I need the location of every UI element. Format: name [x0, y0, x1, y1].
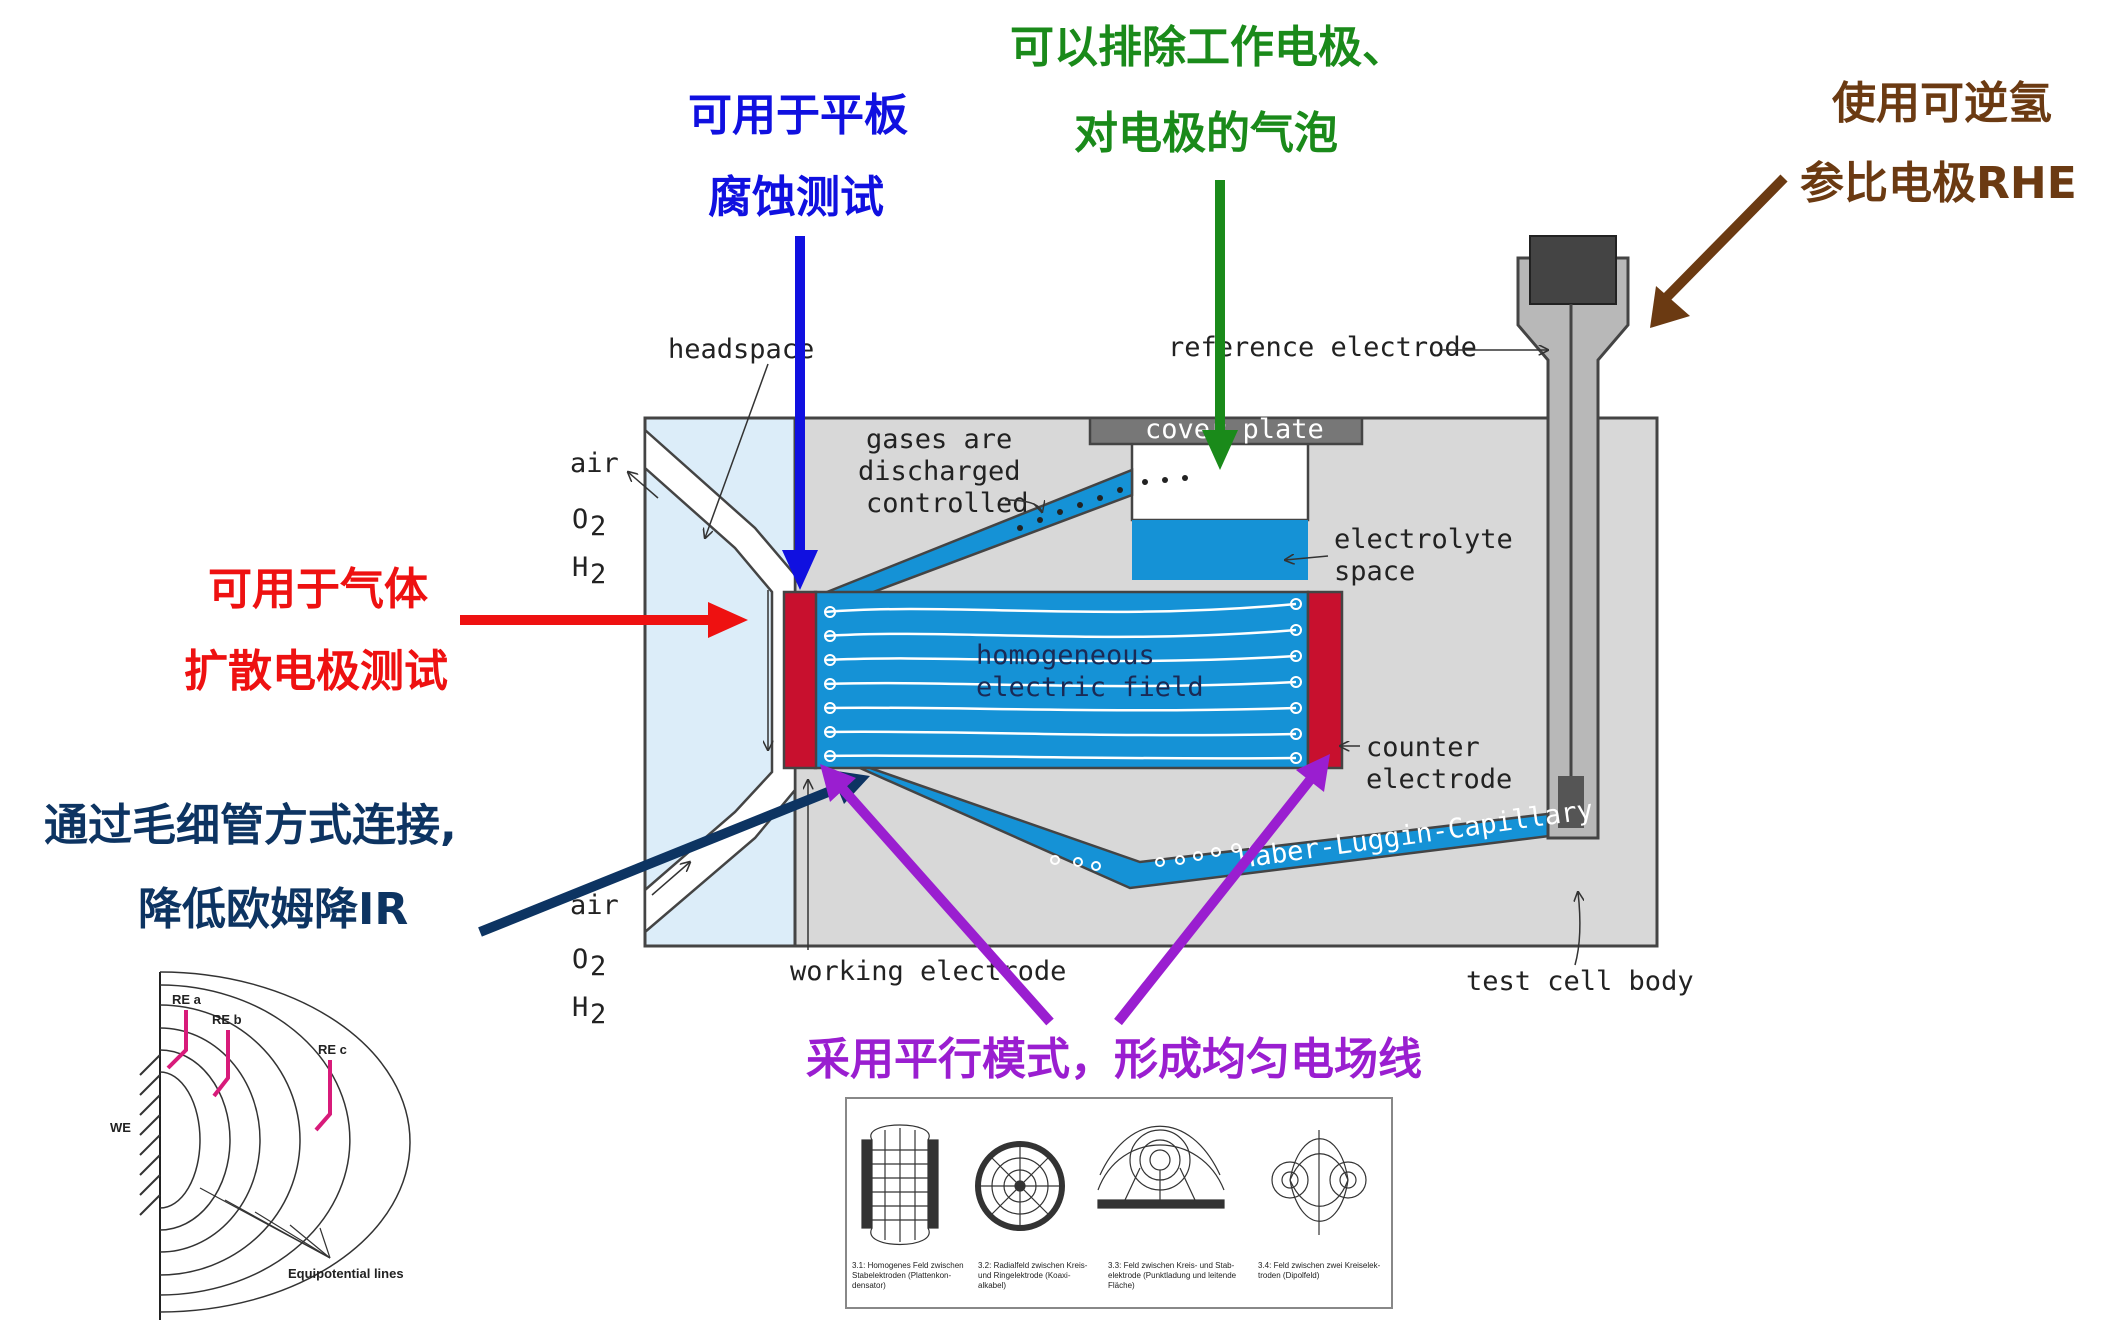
svg-text:2: 2 [590, 951, 606, 982]
inset-re-b: RE b [212, 1012, 242, 1027]
bubbles [824, 598, 1302, 871]
svg-text:3.1: Homogenes Feld zwischen: 3.1: Homogenes Feld zwischen [852, 1261, 964, 1270]
annotation-arrows [460, 174, 1788, 1026]
svg-text:elektrode (Punktladung und lei: elektrode (Punktladung und leitende [1108, 1271, 1237, 1280]
annotation-blue-2: 腐蚀测试 [708, 172, 884, 223]
svg-text:densator): densator) [852, 1281, 886, 1290]
working-electrode [782, 590, 818, 770]
svg-text:und Ringelektrode (Koaxi-: und Ringelektrode (Koaxi- [978, 1271, 1071, 1280]
counter-electrode [1306, 590, 1344, 770]
panel-captions: 3.1: Homogenes Feld zwischen Stabelektro… [852, 1261, 1381, 1290]
label-air-top: air [570, 448, 619, 479]
inset-we: WE [110, 1120, 131, 1135]
annotation-purple: 采用平行模式，形成均匀电场线 [806, 1034, 1422, 1085]
label-reference-electrode: reference electrode [1168, 332, 1477, 363]
svg-text:2: 2 [590, 559, 606, 590]
svg-text:H: H [572, 552, 588, 583]
svg-text:O: O [572, 504, 588, 535]
svg-text:troden (Dipolfeld): troden (Dipolfeld) [1258, 1271, 1320, 1280]
chinese-annotations: 可以排除工作电极、 对电极的气泡 可用于平板 腐蚀测试 使用可逆氢 参比电极RH… [44, 22, 2077, 1085]
svg-text:alkabel): alkabel) [978, 1281, 1006, 1290]
label-gases-3: controlled [866, 488, 1029, 519]
annotation-brown-2: 参比电极RHE [1800, 158, 2077, 209]
electrolyte-space [1132, 520, 1308, 580]
label-field-1: homogeneous [976, 640, 1155, 671]
label-electrolyte-2: space [1334, 556, 1415, 587]
annotation-blue-1: 可用于平板 [688, 90, 908, 141]
inset-re-a: RE a [172, 992, 202, 1007]
svg-text:3.4: Feld zwischen zwei Kreise: 3.4: Feld zwischen zwei Kreiselek- [1258, 1261, 1381, 1270]
gas-channel [643, 427, 797, 935]
panel-homogeneous [861, 1124, 939, 1246]
inset-field-types: 3.1: Homogenes Feld zwischen Stabelektro… [845, 1097, 1393, 1309]
svg-text:3.3: Feld zwischen Kreis- und: 3.3: Feld zwischen Kreis- und Stab- [1108, 1261, 1235, 1270]
label-counter-1: counter [1366, 732, 1480, 763]
vent-bubbles [1017, 475, 1188, 531]
svg-text:O: O [572, 944, 588, 975]
panel-dipole [1271, 1130, 1367, 1235]
label-counter-2: electrode [1366, 764, 1512, 795]
annotation-green-2: 对电极的气泡 [1074, 108, 1338, 159]
annotation-green-1: 可以排除工作电极、 [1010, 22, 1406, 73]
label-gases-1: gases are [866, 424, 1012, 455]
svg-text:2: 2 [590, 511, 606, 542]
panel-point-plane [1097, 1125, 1225, 1209]
label-field-2: electric field [976, 672, 1204, 703]
annotation-brown-1: 使用可逆氢 [1832, 78, 2052, 129]
label-working-electrode: working electrode [790, 956, 1066, 987]
svg-text:2: 2 [590, 999, 606, 1030]
annotation-navy-1: 通过毛细管方式连接, [44, 800, 457, 851]
label-cover-plate: cover plate [1145, 414, 1324, 445]
annotation-navy-2: 降低欧姆降IR [138, 884, 408, 935]
svg-text:Stabelektroden (Plattenkon-: Stabelektroden (Plattenkon- [852, 1271, 952, 1280]
label-electrolyte-1: electrolyte [1334, 524, 1513, 555]
annotation-red-1: 可用于气体 [208, 564, 428, 615]
field-lines [824, 602, 1297, 760]
inset-equipotential: RE a RE b RE c WE Equipotential lines [110, 971, 411, 1320]
label-test-cell-body: test cell body [1466, 966, 1694, 997]
inset-equipotential-label: Equipotential lines [288, 1266, 404, 1281]
label-headspace: headspace [668, 334, 814, 365]
label-gases-2: discharged [858, 456, 1021, 487]
panel-radial [975, 1141, 1065, 1231]
svg-text:3.2: Radialfeld zwischen Kreis: 3.2: Radialfeld zwischen Kreis- [978, 1261, 1088, 1270]
svg-text:H: H [572, 992, 588, 1023]
annotation-red-2: 扩散电极测试 [184, 646, 448, 697]
inset-re-c: RE c [318, 1042, 347, 1057]
svg-text:Fläche): Fläche) [1108, 1281, 1135, 1290]
reference-electrode [1516, 235, 1630, 840]
